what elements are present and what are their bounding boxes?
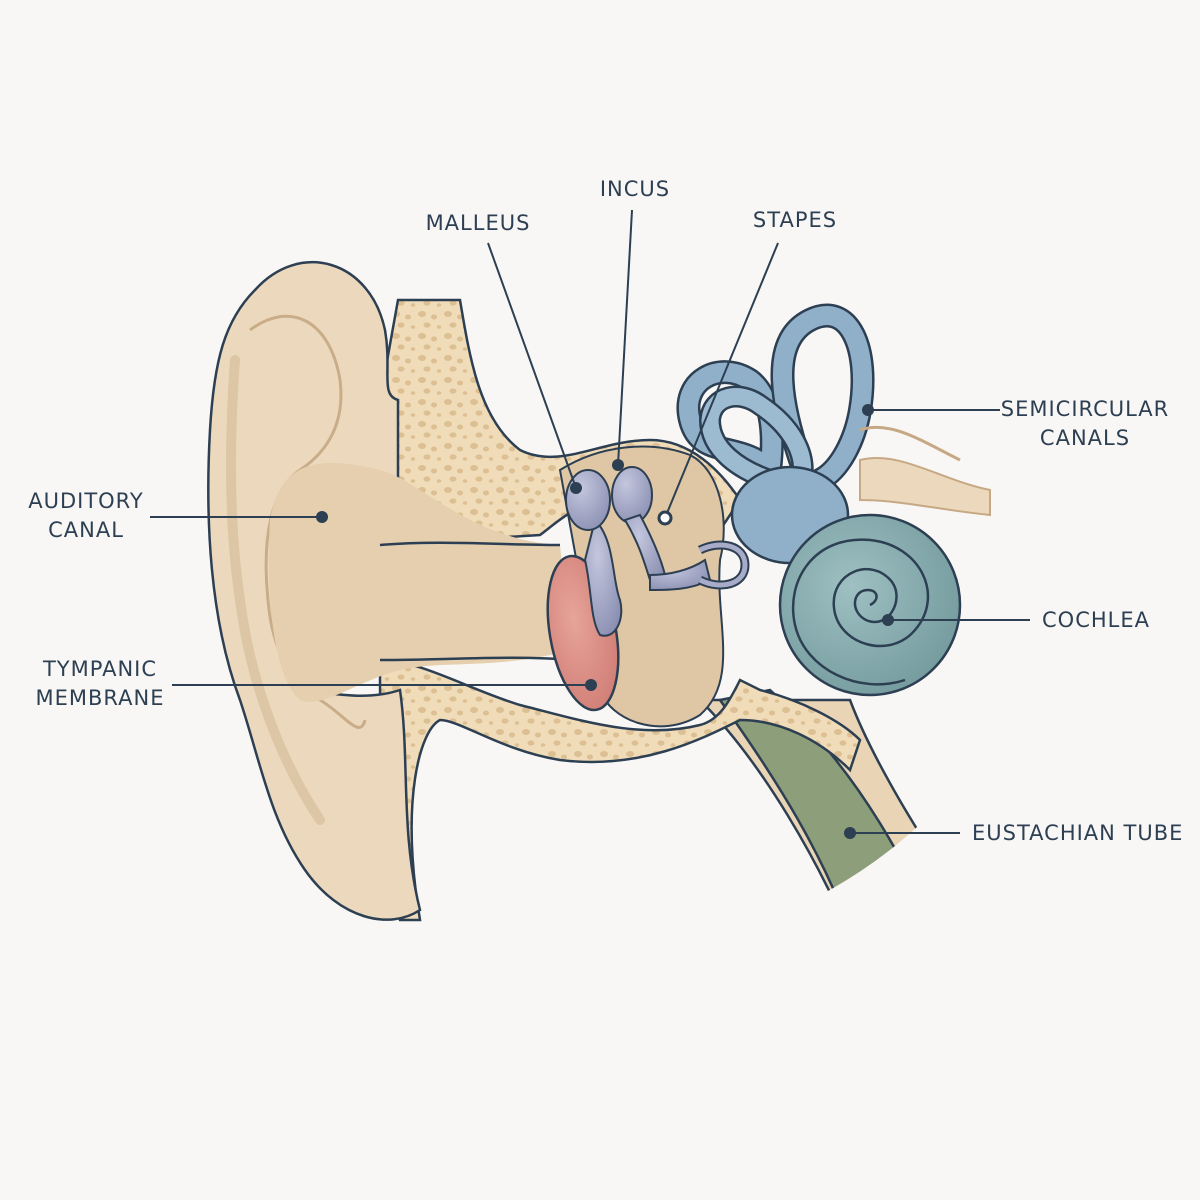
label-auditory-canal-line-1: AUDITORY — [28, 489, 144, 513]
label-malleus: MALLEUS — [425, 211, 531, 235]
label-auditory-canal: AUDITORY CANAL — [22, 487, 150, 545]
label-tympanic-membrane-line-1: TYMPANIC — [42, 657, 158, 681]
label-semicircular-canals-line-2: CANALS — [1039, 426, 1131, 450]
malleus — [583, 518, 623, 637]
leader-lines — [150, 209, 1030, 834]
label-incus: INCUS — [599, 177, 671, 201]
leader-dots — [316, 404, 894, 839]
label-semicircular-canals-line-1: SEMICIRCULAR — [1000, 397, 1170, 421]
label-stapes: STAPES — [752, 208, 838, 232]
incus — [611, 466, 653, 524]
label-semicircular-canals: SEMICIRCULAR CANALS — [990, 395, 1180, 453]
label-eustachian-tube: EUSTACHIAN TUBE — [972, 821, 1184, 845]
label-tympanic-membrane-line-2: MEMBRANE — [35, 686, 165, 710]
auricle — [207, 261, 422, 921]
label-cochlea: COCHLEA — [1042, 608, 1150, 632]
label-auditory-canal-line-2: CANAL — [48, 518, 124, 542]
auditory-canal — [268, 462, 570, 703]
semicircular-canals — [676, 303, 875, 496]
auditory-nerve — [859, 425, 991, 517]
label-tympanic-membrane: TYMPANIC MEMBRANE — [35, 655, 165, 713]
